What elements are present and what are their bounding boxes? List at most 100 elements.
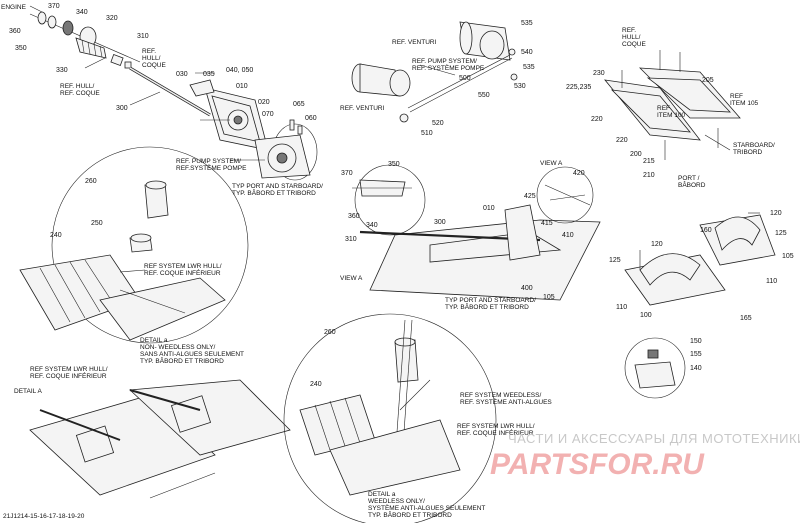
ref-lwr-hull-1: REF SYSTEM LWR HULL/ REF. COQUE INFÉRIEU…: [144, 263, 223, 277]
part-num: 340: [76, 9, 88, 16]
part-num: 535: [523, 64, 535, 71]
detail-circle-boot: [19, 146, 249, 344]
part-num: 260: [85, 178, 97, 185]
ref-hull-coque-3: REF. HULL/ COQUE: [622, 27, 647, 48]
part-num: 105: [543, 294, 555, 301]
part-num: 020: [258, 99, 270, 106]
view-a-circle: [536, 166, 594, 224]
part-num: 230: [593, 70, 605, 77]
part-num: 110: [616, 304, 627, 311]
part-num: 260: [324, 329, 336, 336]
view-a-label-1: VIEW A: [540, 160, 563, 167]
part-num: 300: [434, 219, 446, 226]
part-num: 010: [483, 205, 495, 212]
ref-pump-system-2: REF. PUMP SYSTEM/ REF.SYSTÈME POMPE: [176, 158, 247, 172]
ref-lwr-hull-2: REF SYSTEM LWR HULL/ REF. COQUE INFÉRIEU…: [30, 366, 109, 380]
part-num: 240: [50, 232, 62, 239]
part-num: 330: [56, 67, 68, 74]
part-num: 155: [690, 351, 702, 358]
part-num: 220: [616, 137, 628, 144]
typ-port-2: TYP PORT AND STARBOARD/ TYP. BÂBORD ET T…: [445, 297, 538, 311]
watermark-text: ЧАСТИ И АКСЕССУАРЫ ДЛЯ МОТОТЕХНИКИ: [508, 431, 800, 446]
pump-housing: [189, 72, 318, 181]
ref-engine: ENGINE: [1, 4, 27, 11]
engine-mounts: [624, 212, 776, 399]
ref-hull-coque-2: REF. HULL/ REF. COQUE: [60, 83, 100, 97]
part-num: 350: [15, 45, 27, 52]
ref-venturi-1: REF. VENTURI: [392, 39, 437, 46]
part-num: 530: [514, 83, 526, 90]
part-num: 360: [9, 28, 21, 35]
part-num: 125: [609, 257, 621, 264]
part-num: 010: [236, 83, 248, 90]
ref-port: PORT / BÂBORD: [678, 175, 706, 189]
part-num: 120: [770, 210, 782, 217]
part-num: 500: [459, 75, 471, 82]
jet-side-view: [352, 164, 601, 301]
part-num: 510: [421, 130, 433, 137]
typ-port-1: TYP PORT AND STARBOARD/ TYP. BÂBORD ET T…: [232, 183, 325, 197]
part-num: 360: [348, 213, 360, 220]
diagram-code: 21J1214-15-16-17-18-19-20: [3, 513, 85, 520]
detail-circle-weedless: [283, 313, 497, 523]
part-num: 125: [775, 230, 787, 237]
part-num: 160: [700, 227, 712, 234]
ref-starboard: STARBOARD/ TRIBORD: [733, 142, 777, 156]
jet-assembly-bottom: [29, 379, 291, 499]
ref-lwr-hull-3: REF SYSTEM LWR HULL/ REF. COQUE INFÉRIEU…: [457, 423, 536, 437]
part-340: [62, 20, 74, 36]
part-num: 150: [690, 338, 702, 345]
part-num: 215: [643, 158, 655, 165]
part-num: 225,235: [566, 84, 591, 91]
boot-330: [75, 37, 107, 59]
part-num: 310: [345, 236, 357, 243]
ref-item-100: REF ITEM 100: [657, 105, 686, 119]
part-num: 030: [176, 71, 188, 78]
part-num: 210: [643, 172, 655, 179]
part-num: 100: [640, 312, 652, 319]
part-num: 105: [782, 253, 794, 260]
part-num: 520: [432, 120, 444, 127]
ref-weedless: REF SYSTEM WEEDLESS/ REF. SYSTÈME ANTI-A…: [460, 392, 552, 406]
part-num: 320: [106, 15, 118, 22]
detail-a-label: DETAIL A: [14, 388, 42, 395]
part-num: 410: [562, 232, 574, 239]
ref-venturi-2: REF. VENTURI: [340, 105, 385, 112]
venturi-assembly: [351, 21, 518, 123]
part-num: 140: [690, 365, 702, 372]
part-num: 370: [341, 170, 353, 177]
part-num: 535: [521, 20, 533, 27]
part-num: 165: [740, 315, 752, 322]
detail-circle-small: [354, 164, 426, 236]
leader-lines: [29, 5, 731, 411]
part-num: 220: [591, 116, 603, 123]
part-num: 420: [573, 170, 585, 177]
hull-mount-rails: [604, 50, 741, 160]
ref-pump-system-1: REF. PUMP SYSTEM/ REF. SYSTÈME POMPE: [412, 58, 485, 72]
part-num: 110: [766, 278, 777, 285]
part-num: 370: [48, 3, 60, 10]
part-num: 060: [305, 115, 317, 122]
watermark-logo: PARTSFOR.RU: [490, 448, 705, 481]
part-num: 340: [366, 222, 378, 229]
part-360: [37, 11, 47, 25]
part-num: 540: [521, 49, 533, 56]
part-num: 120: [651, 241, 663, 248]
watermark: ЧАСТИ И АКСЕССУАРЫ ДЛЯ МОТОТЕХНИКИ PARTS…: [490, 431, 800, 481]
part-num: 415: [541, 220, 553, 227]
part-num: 425: [524, 193, 536, 200]
part-num: 035: [203, 71, 215, 78]
part-num: 200: [630, 151, 642, 158]
part-num: 400: [521, 285, 533, 292]
part-num: 550: [478, 92, 490, 99]
view-a-label-2: VIEW A: [340, 275, 363, 282]
detail-a-non-weedless: DETAIL a NON- WEEDLESS ONLY/ SANS ANTI-A…: [140, 337, 246, 365]
part-num: 040, 050: [226, 67, 253, 74]
part-num: 300: [116, 105, 128, 112]
part-num: 240: [310, 381, 322, 388]
ref-hull-coque: REF. HULL/ COQUE: [142, 48, 167, 69]
drive-shaft-assembly: [29, 11, 211, 117]
part-num: 065: [293, 101, 305, 108]
